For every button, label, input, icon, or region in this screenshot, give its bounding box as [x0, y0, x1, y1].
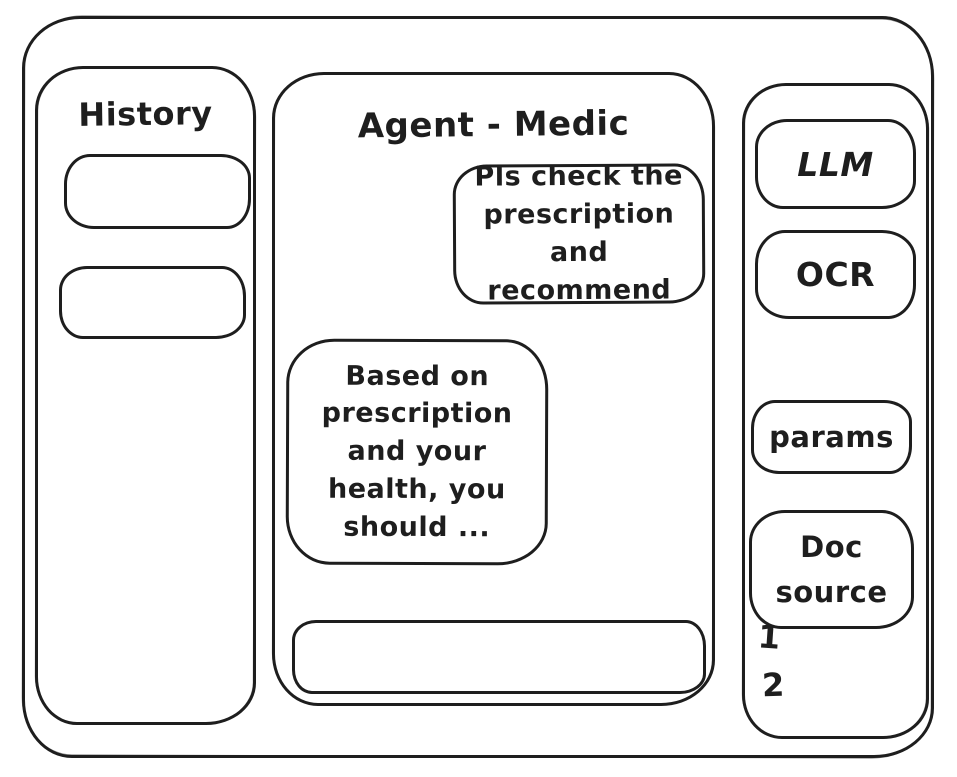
chat-panel: Agent - Medic Pls check the prescription…	[272, 72, 715, 706]
user-message-bubble: Pls check the prescription and recommend	[452, 161, 706, 306]
message-input[interactable]	[305, 627, 697, 687]
history-title: History	[78, 94, 213, 134]
ocr-button[interactable]: OCR	[755, 230, 916, 319]
tools-panel: LLM OCR params Doc source 1 2	[742, 83, 929, 739]
doc-source-item-1[interactable]: 1	[756, 617, 782, 657]
message-input-container	[292, 620, 706, 694]
doc-source-button[interactable]: Doc source	[749, 510, 914, 629]
history-item[interactable]	[59, 266, 246, 339]
user-message-text: Pls check the prescription and recommend	[474, 160, 683, 307]
assistant-message-text: Based on prescription and your health, y…	[321, 360, 513, 543]
params-button[interactable]: params	[751, 400, 912, 474]
app-title: Agent - Medic	[357, 103, 630, 147]
llm-button[interactable]: LLM	[755, 119, 916, 209]
doc-source-item-2[interactable]: 2	[761, 665, 785, 705]
history-item[interactable]	[64, 154, 251, 229]
assistant-message-bubble: Based on prescription and your health, y…	[285, 338, 549, 566]
history-panel: History	[35, 66, 256, 725]
